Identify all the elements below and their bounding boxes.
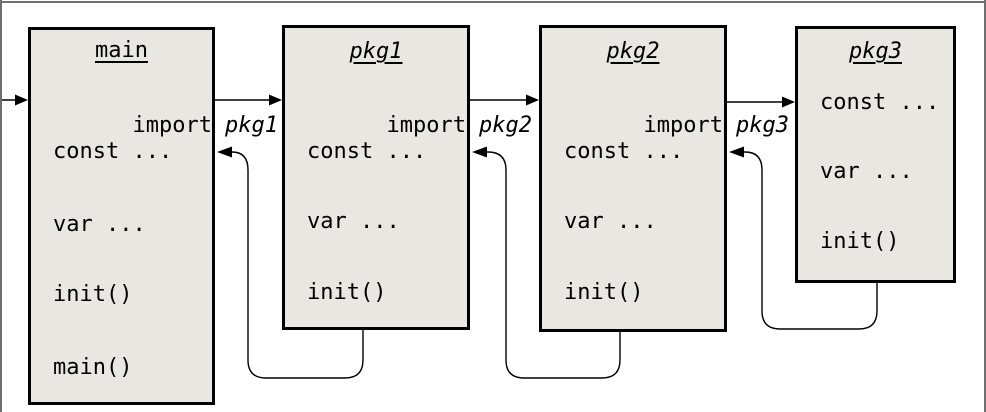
box-title: pkg2 xyxy=(606,39,660,64)
main-row: main() xyxy=(53,355,133,380)
box-title: main xyxy=(95,38,148,63)
init-row: init() xyxy=(564,280,644,305)
import-package-name: pkg2 xyxy=(478,113,532,138)
import-keyword: import xyxy=(643,113,723,138)
const-row: const ... xyxy=(307,139,427,164)
init-row: init() xyxy=(820,229,900,254)
const-row: const ... xyxy=(820,90,940,115)
package-box-pkg1: pkg1 import pkg2 const ... var ... init() xyxy=(282,25,532,330)
import-statement: import pkg1 xyxy=(53,87,278,165)
import-keyword: import xyxy=(132,113,212,138)
box-title: pkg1 xyxy=(349,39,403,64)
package-box-main: main import pkg1 const ... var ... init()… xyxy=(28,27,278,405)
const-row: const ... xyxy=(53,139,173,164)
var-row: var ... xyxy=(564,209,657,234)
package-box-pkg2: pkg2 import pkg3 const ... var ... init() xyxy=(539,25,789,332)
import-keyword: import xyxy=(386,113,466,138)
init-row: init() xyxy=(307,280,387,305)
const-row: const ... xyxy=(564,139,684,164)
var-row: var ... xyxy=(307,209,400,234)
import-statement: import pkg2 xyxy=(307,87,532,165)
var-row: var ... xyxy=(820,159,913,184)
import-package-name: pkg1 xyxy=(224,113,278,138)
import-statement: import pkg3 xyxy=(564,87,789,165)
var-row: var ... xyxy=(53,212,146,237)
box-title: pkg3 xyxy=(849,39,902,64)
import-package-name: pkg3 xyxy=(735,113,789,138)
init-row: init() xyxy=(53,282,133,307)
entry-arrow xyxy=(2,94,28,106)
package-box-pkg3: pkg3 const ... var ... init() xyxy=(795,26,956,283)
